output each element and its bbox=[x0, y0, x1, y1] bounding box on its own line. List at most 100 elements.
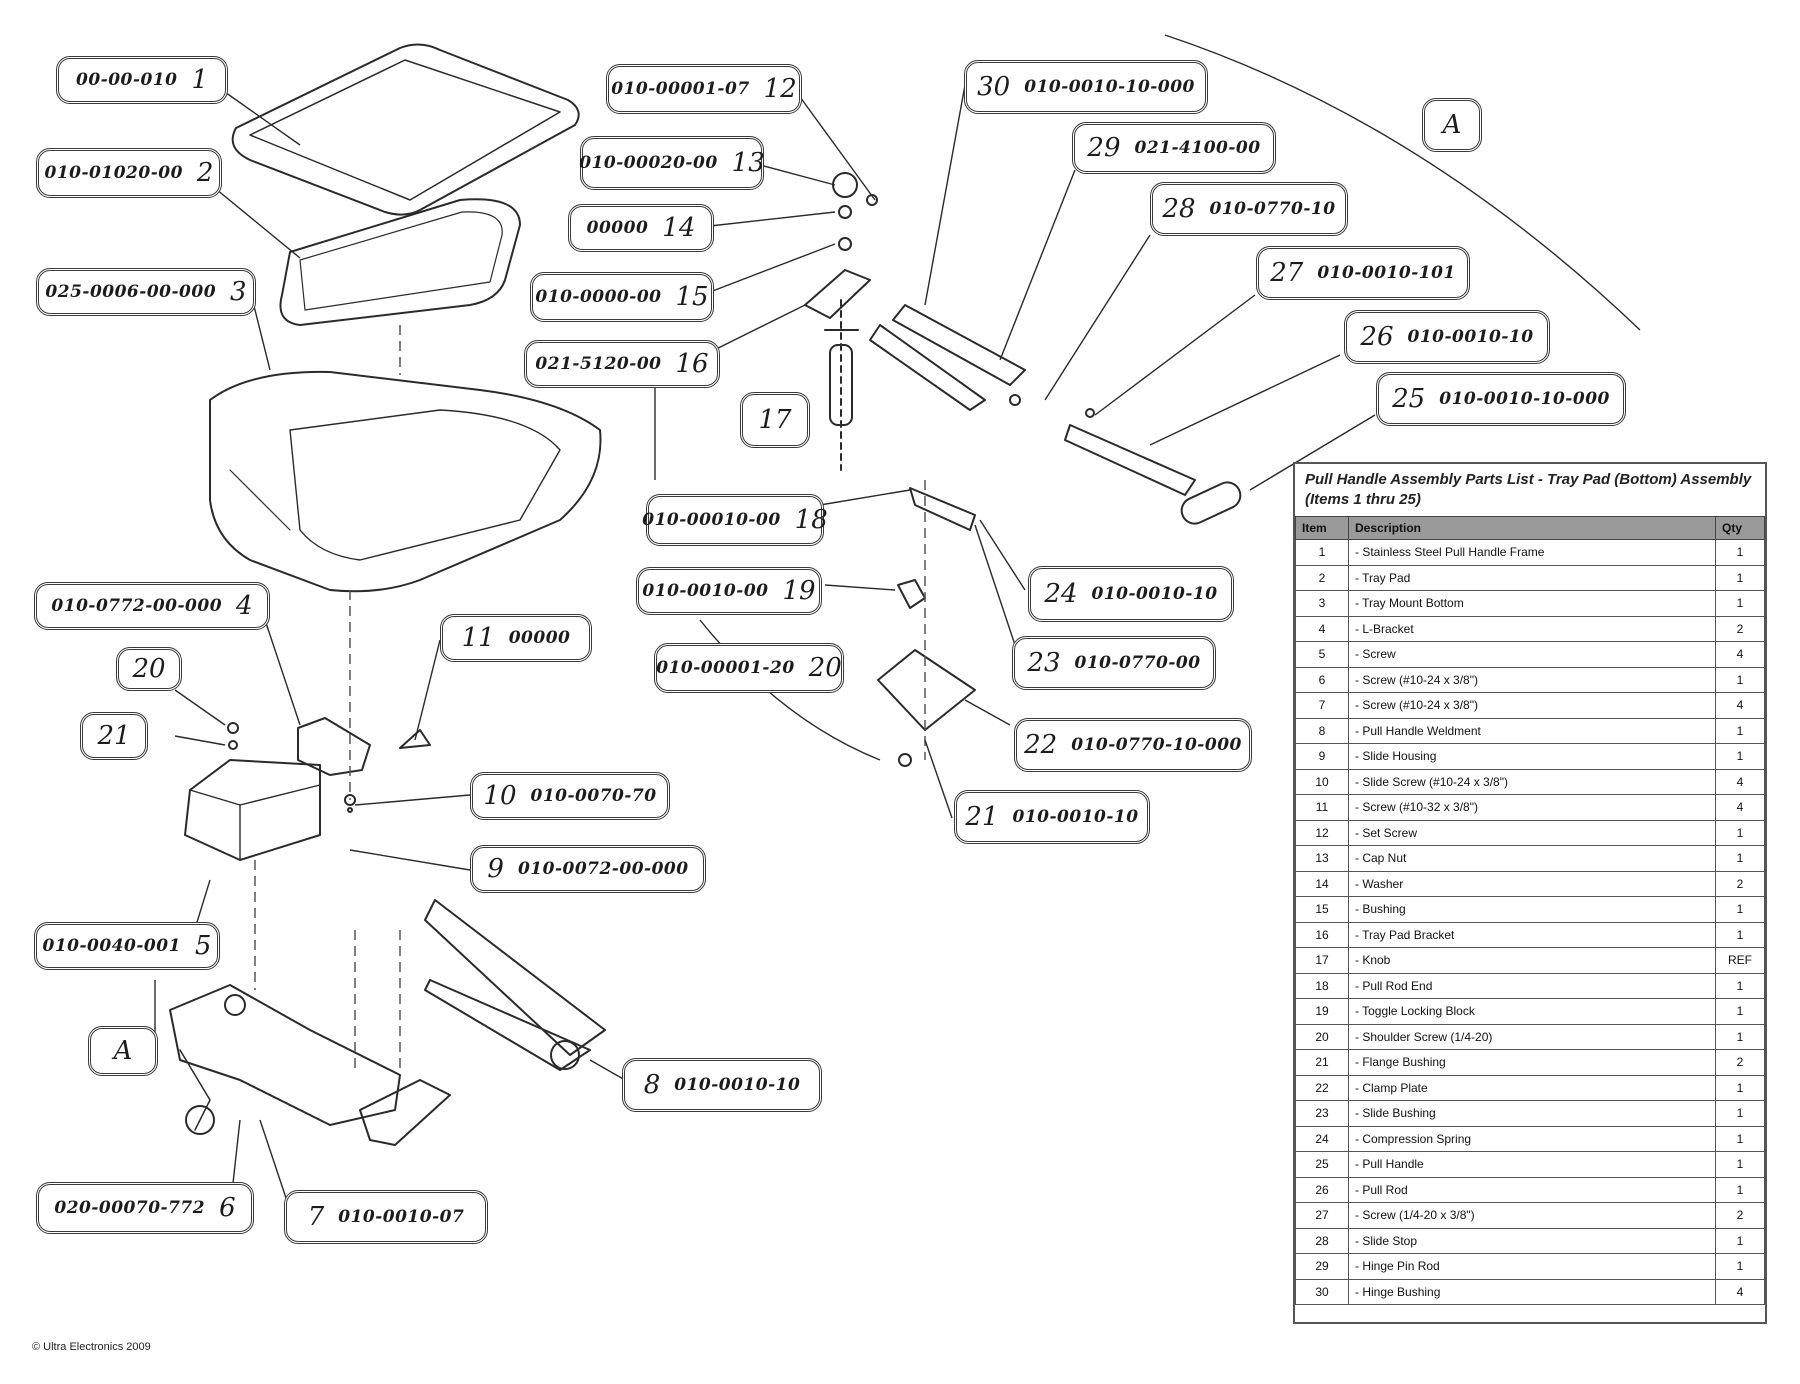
cell-qty: 1 bbox=[1715, 845, 1765, 872]
callout-18-number: 18 bbox=[794, 505, 828, 535]
cell-qty: 1 bbox=[1715, 1151, 1765, 1178]
cell-description: - Clamp Plate bbox=[1348, 1074, 1716, 1101]
callout-20-number: 20 bbox=[808, 653, 842, 683]
table-row: 7- Screw (#10-24 x 3/8")4 bbox=[1295, 692, 1765, 719]
table-row: 20- Shoulder Screw (1/4-20)1 bbox=[1295, 1023, 1765, 1050]
cell-description: - Tray Pad Bracket bbox=[1348, 921, 1716, 948]
cell-description: - Screw (#10-24 x 3/8") bbox=[1348, 692, 1716, 719]
callout-15-number: 15 bbox=[675, 282, 709, 312]
cell-item: 7 bbox=[1295, 692, 1349, 719]
callout-21: 21 010-0010-10 bbox=[954, 790, 1150, 844]
cell-item: 26 bbox=[1295, 1176, 1349, 1203]
callout-22-number: 22 bbox=[1024, 730, 1058, 760]
cell-qty: 2 bbox=[1715, 870, 1765, 897]
cell-qty: 1 bbox=[1715, 972, 1765, 999]
cell-item: 1 bbox=[1295, 539, 1349, 566]
callout-29: 29 021-4100-00 bbox=[1072, 122, 1276, 174]
cell-item: 5 bbox=[1295, 641, 1349, 668]
callout-4-part-number: 010-0772-00-000 bbox=[51, 596, 223, 616]
cell-qty: 1 bbox=[1715, 590, 1765, 617]
callout-8: 8 010-0010-10 bbox=[622, 1058, 822, 1112]
cell-qty: 1 bbox=[1715, 1227, 1765, 1254]
callout-10-number: 10 bbox=[483, 781, 517, 811]
cell-description: - Knob bbox=[1348, 947, 1716, 974]
callout-11: 11 00000 bbox=[440, 614, 592, 662]
cell-qty: 2 bbox=[1715, 1049, 1765, 1076]
callout-7-part-number: 010-0010-07 bbox=[338, 1207, 465, 1227]
cell-qty: 1 bbox=[1715, 1125, 1765, 1152]
callout-6-number: 6 bbox=[219, 1193, 236, 1223]
cell-description: - Hinge Pin Rod bbox=[1348, 1253, 1716, 1280]
callout-9-number: 9 bbox=[487, 854, 504, 884]
cell-description: - Slide Screw (#10-24 x 3/8") bbox=[1348, 768, 1716, 795]
callout-27-part-number: 010-0010-101 bbox=[1317, 263, 1456, 283]
callout-a-left: A bbox=[88, 1026, 158, 1076]
cell-qty: 1 bbox=[1715, 717, 1765, 744]
callout-22: 22 010-0770-10-000 bbox=[1014, 718, 1252, 772]
callout-12: 010-00001-07 12 bbox=[606, 64, 802, 114]
cell-qty: 1 bbox=[1715, 564, 1765, 591]
cell-qty: 2 bbox=[1715, 615, 1765, 642]
callout-21b-number: 21 bbox=[97, 721, 131, 751]
cell-item: 12 bbox=[1295, 819, 1349, 846]
cell-description: - Hinge Bushing bbox=[1348, 1278, 1716, 1305]
callout-20b-number: 20 bbox=[132, 654, 166, 684]
callout-28-number: 28 bbox=[1162, 194, 1196, 224]
callout-29-part-number: 021-4100-00 bbox=[1134, 138, 1261, 158]
callout-21-part-number: 010-0010-10 bbox=[1012, 807, 1139, 827]
table-header-row: Item Description Qty bbox=[1295, 516, 1765, 540]
callout-11-part-number: 00000 bbox=[508, 628, 571, 648]
cell-item: 11 bbox=[1295, 794, 1349, 821]
callout-26-number: 26 bbox=[1360, 322, 1394, 352]
callout-5-part-number: 010-0040-001 bbox=[42, 936, 181, 956]
callout-23: 23 010-0770-00 bbox=[1012, 636, 1216, 690]
table-row: 27- Screw (1/4-20 x 3/8")2 bbox=[1295, 1202, 1765, 1229]
callout-27: 27 010-0010-101 bbox=[1256, 246, 1470, 300]
cell-qty: 4 bbox=[1715, 768, 1765, 795]
callout-13-part-number: 010-00020-00 bbox=[579, 153, 718, 173]
callout-24-number: 24 bbox=[1044, 579, 1078, 609]
cell-description: - Toggle Locking Block bbox=[1348, 998, 1716, 1025]
callout-10-part-number: 010-0070-70 bbox=[530, 786, 657, 806]
callout-13: 010-00020-00 13 bbox=[579, 136, 765, 190]
cell-description: - Slide Bushing bbox=[1348, 1100, 1716, 1127]
cell-item: 10 bbox=[1295, 768, 1349, 795]
callout-12-part-number: 010-00001-07 bbox=[611, 79, 750, 99]
table-row: 11- Screw (#10-32 x 3/8")4 bbox=[1295, 794, 1765, 821]
part-2-pad bbox=[279, 198, 521, 326]
cell-description: - Pull Handle bbox=[1348, 1151, 1716, 1178]
callout-21-number: 21 bbox=[965, 802, 999, 832]
callout-17-number: 17 bbox=[758, 405, 792, 435]
callout-3: 025-0006-00-000 3 bbox=[36, 268, 256, 316]
cell-item: 30 bbox=[1295, 1278, 1349, 1305]
cell-item: 4 bbox=[1295, 615, 1349, 642]
part-18-rod-end bbox=[909, 487, 976, 531]
cell-item: 29 bbox=[1295, 1253, 1349, 1280]
callout-14-number: 14 bbox=[662, 213, 696, 243]
parts-list-table: Pull Handle Assembly Parts List - Tray P… bbox=[1293, 462, 1767, 1324]
cell-item: 20 bbox=[1295, 1023, 1349, 1050]
callout-1: 00-00-010 1 bbox=[56, 56, 228, 104]
cell-qty: 4 bbox=[1715, 641, 1765, 668]
cell-qty: 2 bbox=[1715, 1202, 1765, 1229]
cell-item: 3 bbox=[1295, 590, 1349, 617]
callout-8-part-number: 010-0010-10 bbox=[674, 1075, 801, 1095]
callout-9: 9 010-0072-00-000 bbox=[470, 845, 706, 893]
callout-20: 010-00001-20 20 bbox=[654, 643, 844, 693]
callout-9-part-number: 010-0072-00-000 bbox=[517, 859, 689, 879]
callout-a-left-number: A bbox=[113, 1036, 133, 1066]
cell-qty: 4 bbox=[1715, 1278, 1765, 1305]
cell-qty: 1 bbox=[1715, 539, 1765, 566]
cell-item: 18 bbox=[1295, 972, 1349, 999]
cell-qty: REF bbox=[1715, 947, 1765, 974]
